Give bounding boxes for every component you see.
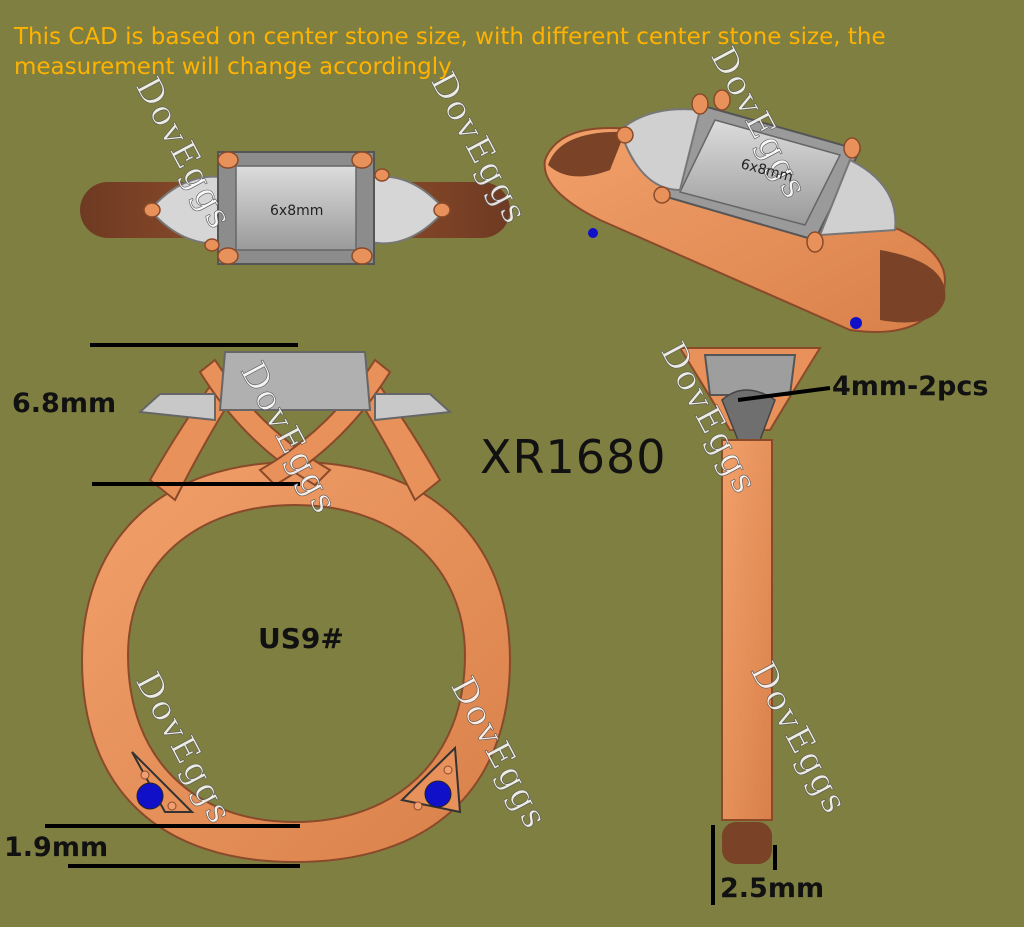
sapphire-accent-icon (424, 780, 452, 808)
model-code: XR1680 (480, 430, 667, 484)
band-thickness-label: 2.5mm (720, 873, 825, 904)
side-center-stone (703, 354, 797, 396)
side-side-stone (721, 389, 776, 441)
note-line-1: This CAD is based on center stone size, … (14, 24, 886, 50)
perspective-prongs (616, 89, 861, 253)
side-stone-pointer (737, 386, 831, 402)
center-stone-table (235, 165, 357, 251)
front-side-stone-right (374, 393, 453, 422)
perspective-accent-stone (588, 228, 598, 238)
perspective-band-shadow (548, 131, 625, 177)
top-prongs (143, 151, 451, 265)
band-width-label: 1.9mm (4, 832, 109, 863)
ring-size-label: US9# (258, 622, 344, 655)
ring-front-view (45, 343, 512, 868)
front-side-stone-left (137, 393, 216, 422)
front-center-stone (218, 351, 372, 411)
perspective-center-table (678, 119, 842, 226)
side-shank (721, 439, 773, 821)
sapphire-accent-icon (136, 782, 164, 810)
center-stone-size-label: 6x8mm (270, 203, 323, 219)
ring-side-view (678, 347, 831, 905)
perspective-accent-stone-2 (850, 317, 862, 329)
side-stone-label: 4mm-2pcs (832, 371, 989, 402)
perspective-side-stone-right (818, 158, 897, 237)
front-shank (80, 460, 512, 864)
height-label: 6.8mm (12, 388, 117, 419)
front-accent-right (399, 745, 462, 814)
ring-perspective-view (543, 89, 946, 333)
perspective-band-shadow-right (880, 250, 946, 323)
ring-top-view (80, 151, 510, 265)
cad-note: This CAD is based on center stone size, … (14, 22, 974, 82)
note-line-2: measurement will change accordingly (14, 54, 452, 80)
front-accent-left (131, 751, 195, 813)
perspective-side-stone-left (618, 108, 702, 192)
side-shank-bottom (722, 822, 772, 864)
